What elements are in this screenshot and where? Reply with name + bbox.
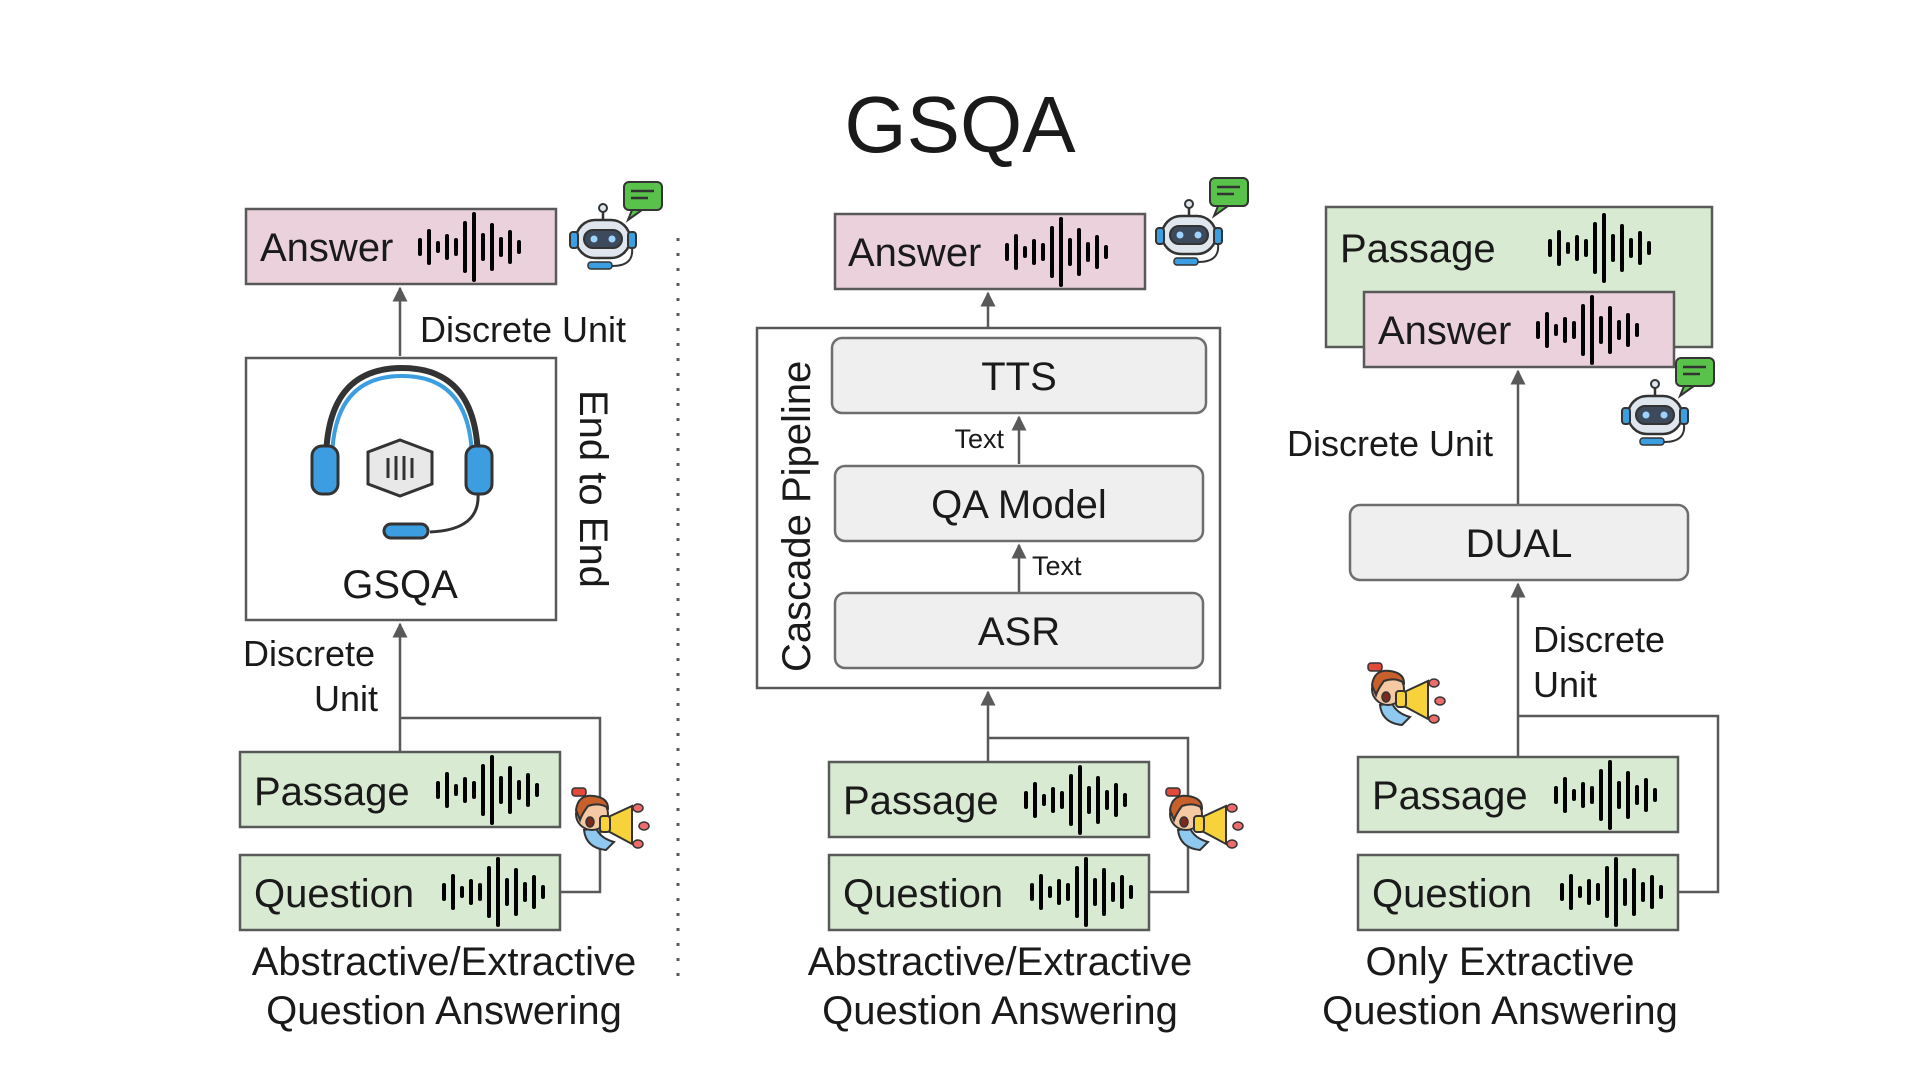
edge-label-unit: Unit — [1533, 664, 1597, 705]
gsqa-model-label: GSQA — [342, 563, 458, 607]
edge-label-unit: Unit — [314, 678, 378, 719]
headset-icon — [310, 364, 494, 540]
passage-box — [238, 750, 562, 829]
tts-label: TTS — [981, 355, 1057, 399]
speaker-person-icon — [1367, 662, 1446, 726]
end-to-end-label: End to End — [571, 390, 615, 588]
cascade-pipeline-label: Cascade Pipeline — [775, 361, 819, 672]
passage-box — [1356, 755, 1680, 834]
speaker-person-icon — [571, 787, 650, 851]
caption-line-2: Question Answering — [266, 989, 622, 1033]
caption-line-2: Question Answering — [822, 989, 1178, 1033]
passage-label: Passage — [1372, 774, 1528, 818]
answer-label: Answer — [260, 226, 393, 270]
panel-end-to-end: Answer Discrete Unit GSQA End to End Dis… — [238, 180, 680, 1033]
answer-label: Answer — [848, 231, 981, 275]
robot-icon — [1154, 176, 1250, 267]
answer-box — [244, 207, 558, 286]
asr-box — [833, 591, 1205, 670]
passage-top-label: Passage — [1340, 227, 1496, 271]
caption-line-1: Abstractive/Extractive — [252, 940, 637, 984]
caption-line-1: Abstractive/Extractive — [808, 940, 1193, 984]
text-label-upper: Text — [954, 424, 1004, 454]
asr-label: ASR — [978, 610, 1060, 654]
passage-label: Passage — [254, 770, 410, 814]
answer-box — [1362, 290, 1676, 369]
qa-model-label: QA Model — [931, 483, 1107, 527]
answer-box — [833, 212, 1147, 291]
question-label: Question — [1372, 872, 1532, 916]
edge-label-discrete-unit: Discrete Unit — [420, 309, 626, 350]
dual-box — [1348, 503, 1690, 582]
passage-label: Passage — [843, 779, 999, 823]
text-label-lower: Text — [1032, 551, 1082, 581]
caption-line-1: Only Extractive — [1366, 940, 1635, 984]
edge-label-discrete: Discrete — [1533, 619, 1665, 660]
dual-label: DUAL — [1466, 522, 1573, 566]
panel-dual: Passage Answer Discrete Unit DUAL Discre… — [1287, 205, 1720, 1033]
question-label: Question — [254, 872, 414, 916]
question-label: Question — [843, 872, 1003, 916]
robot-icon — [568, 180, 664, 271]
edge-label-discrete: Discrete — [243, 633, 375, 674]
edge-label-discrete-unit: Discrete Unit — [1287, 423, 1493, 464]
robot-icon — [1620, 356, 1716, 447]
qa-model-box — [833, 464, 1205, 543]
page-title: GSQA — [844, 80, 1076, 169]
answer-label: Answer — [1378, 309, 1511, 353]
speaker-person-icon — [1165, 787, 1244, 851]
passage-box — [827, 760, 1151, 839]
question-connector — [1518, 714, 1720, 894]
caption-line-2: Question Answering — [1322, 989, 1678, 1033]
tts-box — [830, 336, 1208, 415]
panel-cascade: Answer Cascade Pipeline TTS Text QA Mode… — [755, 176, 1250, 1033]
